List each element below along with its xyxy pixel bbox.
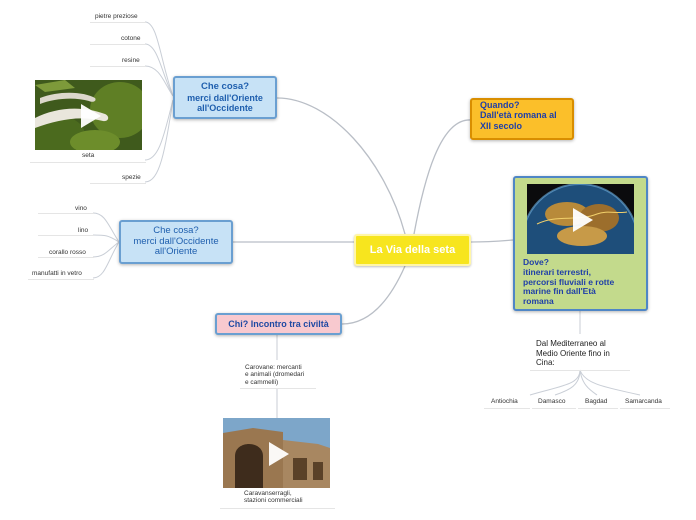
branch-who-label: Chi? Incontro tra civiltà xyxy=(228,318,329,329)
link-ew-seta xyxy=(144,99,174,161)
leaf-resine[interactable]: resine xyxy=(122,57,140,64)
link-we-lino xyxy=(92,234,120,243)
caravans-topic[interactable]: Carovane: mercanti e animali (dromedari … xyxy=(245,364,304,386)
link-ew-pietre xyxy=(144,21,174,97)
leaf-spezie[interactable]: spezie xyxy=(122,174,141,181)
link-sub-bagdad xyxy=(579,369,598,396)
link-central-when xyxy=(413,119,472,235)
link-ew-cotone xyxy=(144,43,174,97)
branch-where-text: Dove? itinerari terrestri, percorsi fluv… xyxy=(523,257,641,307)
caravanserai-line1: Caravanserragli, xyxy=(244,490,292,497)
caravans-line2: e animali (dromedari xyxy=(245,371,305,379)
leaf-corallo-rosso[interactable]: corallo rosso xyxy=(49,249,86,256)
caravanserai-topic[interactable]: Caravanserragli, stazioni commerciali xyxy=(244,490,303,505)
leaf-underline xyxy=(38,257,94,258)
branch-where-line5: romana xyxy=(523,296,554,307)
branch-where-line3: percorsi fluviali e rotte xyxy=(523,276,615,287)
where-subtopic-line2: Medio Oriente fino in xyxy=(536,348,610,358)
link-ew-resine xyxy=(144,65,174,97)
branch-east-west-line2: merci dall'Oriente xyxy=(187,92,263,103)
where-subtopic-line3: Cina: xyxy=(536,358,555,368)
leaf-seta[interactable]: seta xyxy=(82,152,95,159)
leaf-underline xyxy=(620,408,670,409)
branch-west-east-line2: merci dall'Occidente xyxy=(133,235,219,247)
leaf-underline xyxy=(532,408,576,409)
branch-where[interactable]: Dove? itinerari terrestri, percorsi fluv… xyxy=(513,176,648,311)
leaf-underline xyxy=(530,370,630,371)
leaf-underline xyxy=(240,388,316,389)
caravans-line1: Carovane: mercanti xyxy=(245,364,302,371)
branch-when-line2: Dall'età romana al xyxy=(480,110,557,121)
leaf-underline xyxy=(90,183,146,184)
branch-when-line1: Quando? xyxy=(480,100,520,110)
city-damasco[interactable]: Damasco xyxy=(538,398,566,405)
leaf-cotone[interactable]: cotone xyxy=(121,35,141,42)
central-topic[interactable]: La Via della seta xyxy=(354,234,471,266)
silkworm-image xyxy=(35,80,142,150)
branch-where-line4: marine fin dall'Età xyxy=(523,286,596,297)
city-antiochia[interactable]: Antiochia xyxy=(491,398,518,405)
branch-west-east-line1: Che cosa? xyxy=(153,224,199,236)
leaf-underline xyxy=(90,22,146,23)
play-icon[interactable] xyxy=(263,440,291,468)
branch-west-east-line3: all'Oriente xyxy=(154,246,198,258)
seta-video-thumbnail[interactable] xyxy=(35,80,142,150)
central-topic-label: La Via della seta xyxy=(369,243,456,256)
city-samarcanda[interactable]: Samarcanda xyxy=(625,398,662,405)
link-central-east-west xyxy=(276,97,406,235)
branch-when-line3: XII secolo xyxy=(480,120,523,131)
where-subtopic-line1: Dal Mediterraneo al xyxy=(536,339,606,348)
play-icon[interactable] xyxy=(567,206,595,234)
branch-west-east[interactable]: Che cosa? merci dall'Occidente all'Orien… xyxy=(119,220,233,264)
link-we-vino xyxy=(92,212,120,243)
leaf-underline xyxy=(90,44,146,45)
leaf-underline xyxy=(90,66,146,67)
leaf-underline xyxy=(578,408,618,409)
leaf-vino[interactable]: vino xyxy=(75,205,87,212)
leaf-underline xyxy=(28,279,94,280)
leaf-underline xyxy=(38,213,94,214)
branch-where-line2: itinerari terrestri, xyxy=(523,266,592,277)
city-bagdad[interactable]: Bagdad xyxy=(585,398,608,405)
where-subtopic[interactable]: Dal Mediterraneo al Medio Oriente fino i… xyxy=(536,339,610,368)
branch-east-west-line3: all'Occidente xyxy=(197,102,253,113)
link-ew-spezie xyxy=(144,99,174,183)
link-sub-damasco xyxy=(554,369,581,396)
link-we-corallo xyxy=(92,241,120,258)
where-video-thumbnail[interactable] xyxy=(521,183,639,301)
link-sub-samarcanda xyxy=(579,369,641,396)
leaf-underline xyxy=(38,235,94,236)
leaf-manufatti-in-vetro[interactable]: manufatti in vetro xyxy=(32,270,82,277)
link-sub-antiochia xyxy=(529,369,581,396)
leaf-underline xyxy=(30,162,146,163)
branch-where-line1: Dove? xyxy=(523,257,549,267)
link-we-manufatti xyxy=(92,241,120,279)
caravans-line3: e cammelli) xyxy=(245,378,279,386)
branch-who[interactable]: Chi? Incontro tra civiltà xyxy=(215,313,342,335)
caravanserai-video-thumbnail[interactable] xyxy=(223,418,330,488)
link-central-who xyxy=(341,265,406,325)
leaf-pietre-preziose[interactable]: pietre preziose xyxy=(95,13,138,20)
leaf-lino[interactable]: lino xyxy=(78,227,89,234)
branch-east-west-line1: Che cosa? xyxy=(200,80,250,92)
leaf-underline xyxy=(484,408,530,409)
branch-when[interactable]: Quando? Dall'età romana al XII secolo xyxy=(470,98,574,140)
caravanserai-line2: stazioni commerciali xyxy=(244,497,303,505)
branch-east-west[interactable]: Che cosa? merci dall'Oriente all'Occiden… xyxy=(173,76,277,119)
leaf-underline xyxy=(220,508,335,509)
play-icon[interactable] xyxy=(75,102,103,130)
link-central-where xyxy=(470,239,514,243)
